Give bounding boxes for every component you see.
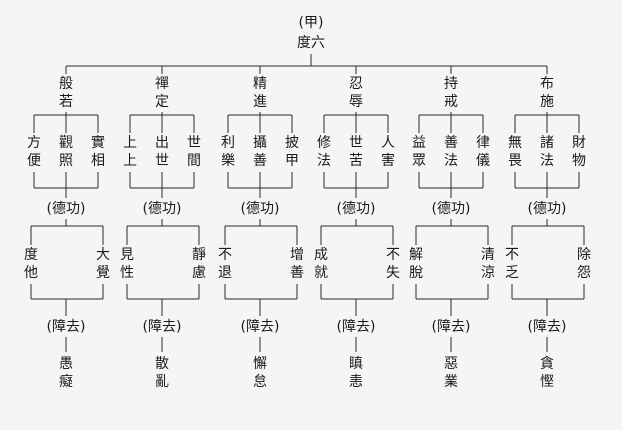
sub-item: 攝善 bbox=[253, 135, 267, 169]
merit-item: 解脫 bbox=[409, 247, 423, 281]
sub-item: 利樂 bbox=[221, 135, 235, 169]
merit-item: 不失 bbox=[386, 247, 400, 281]
merit-item: 大覺 bbox=[96, 247, 110, 281]
perfection-name: 忍辱 bbox=[349, 76, 363, 110]
merit-item: 成就 bbox=[314, 247, 328, 281]
merit-item: 不退 bbox=[218, 247, 232, 281]
merit-label: (德功) bbox=[46, 201, 86, 217]
hindrance-item: 愚癡 bbox=[59, 356, 73, 390]
merit-item: 增善 bbox=[290, 247, 304, 281]
merit-item: 見性 bbox=[120, 247, 134, 281]
hindrance-label: (障去) bbox=[240, 319, 280, 335]
merit-label: (德功) bbox=[240, 201, 280, 217]
hindrance-label: (障去) bbox=[142, 319, 182, 335]
perfection-name: 精進 bbox=[253, 76, 267, 110]
hindrance-label: (障去) bbox=[336, 319, 376, 335]
sub-item: 出世 bbox=[155, 135, 169, 169]
merit-item: 除怨 bbox=[577, 247, 591, 281]
hindrance-item: 瞋恚 bbox=[349, 356, 363, 390]
hindrance-item: 懈怠 bbox=[253, 356, 267, 390]
hindrance-item: 惡業 bbox=[444, 356, 458, 390]
perfection-name: 般若 bbox=[59, 76, 73, 110]
sub-item: 善法 bbox=[444, 135, 458, 169]
merit-label: (德功) bbox=[336, 201, 376, 217]
sub-item: 律儀 bbox=[476, 135, 490, 169]
hindrance-item: 貪慳 bbox=[540, 356, 554, 390]
root-title: 度六 bbox=[297, 35, 325, 51]
merit-item: 度他 bbox=[24, 247, 38, 281]
perfection-name: 持戒 bbox=[444, 76, 458, 110]
sub-item: 修法 bbox=[317, 135, 331, 169]
merit-label: (德功) bbox=[142, 201, 182, 217]
sub-item: 觀照 bbox=[59, 135, 73, 169]
merit-item: 靜慮 bbox=[192, 247, 206, 281]
sub-item: 方便 bbox=[27, 135, 41, 169]
merit-item: 不乏 bbox=[505, 247, 519, 281]
merit-label: (德功) bbox=[431, 201, 471, 217]
sub-item: 世苦 bbox=[349, 135, 363, 169]
sub-item: 世間 bbox=[187, 135, 201, 169]
sub-item: 益眾 bbox=[412, 135, 426, 169]
hindrance-item: 散亂 bbox=[155, 356, 169, 390]
sub-item: 上上 bbox=[123, 135, 137, 169]
sub-item: 無畏 bbox=[508, 135, 522, 169]
sub-item: 披甲 bbox=[285, 135, 299, 169]
root-label: (甲) bbox=[298, 15, 324, 31]
sub-item: 財物 bbox=[572, 135, 586, 169]
hindrance-label: (障去) bbox=[46, 319, 86, 335]
sub-item: 諸法 bbox=[540, 135, 554, 169]
sub-item: 實相 bbox=[91, 135, 105, 169]
merit-item: 清涼 bbox=[481, 247, 495, 281]
merit-label: (德功) bbox=[527, 201, 567, 217]
hindrance-label: (障去) bbox=[527, 319, 567, 335]
hindrance-label: (障去) bbox=[431, 319, 471, 335]
perfection-name: 禪定 bbox=[155, 76, 169, 110]
perfection-name: 布施 bbox=[540, 76, 554, 110]
sub-item: 人害 bbox=[381, 135, 395, 169]
